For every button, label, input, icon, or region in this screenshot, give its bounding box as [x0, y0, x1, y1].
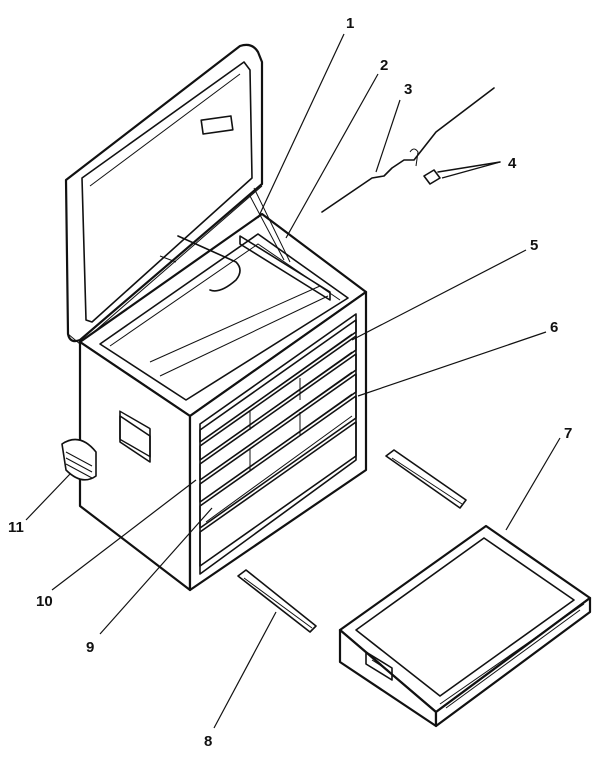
side-handle	[61, 438, 97, 481]
callout-5: 5	[530, 237, 538, 254]
drawer-fronts	[199, 319, 357, 567]
callout-3: 3	[404, 81, 412, 98]
callout-numbers: 1 2 3 4 5 6 7 8 9 10 11	[8, 15, 572, 750]
callout-11: 11	[8, 519, 24, 536]
callout-4: 4	[508, 155, 517, 172]
callout-8: 8	[204, 733, 212, 750]
callout-6: 6	[550, 319, 558, 336]
callout-7: 7	[564, 425, 572, 442]
leader-lines	[25, 33, 561, 729]
callout-1: 1	[346, 15, 354, 32]
chest-body	[61, 187, 368, 592]
drawer-slide-right	[385, 449, 467, 509]
lid-hinge-rod	[321, 87, 495, 213]
fastener-screw	[423, 161, 501, 185]
chest-lid	[64, 43, 264, 345]
drawer-removed	[338, 524, 592, 728]
callout-2: 2	[380, 57, 388, 74]
callout-9: 9	[86, 639, 94, 656]
callout-10: 10	[36, 593, 53, 610]
drawer-slide-left	[237, 569, 317, 633]
